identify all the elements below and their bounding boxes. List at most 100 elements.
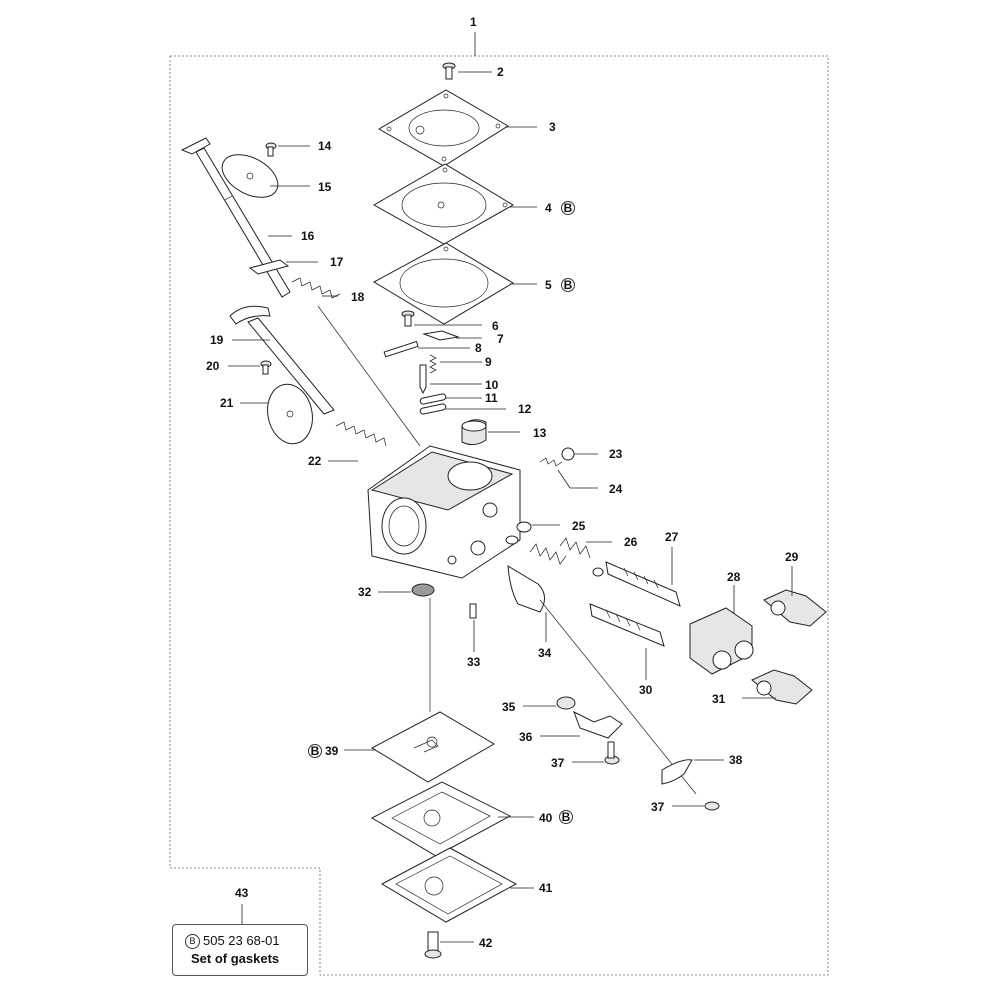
filter-part-13 — [461, 419, 487, 446]
screw-part-42 — [424, 931, 442, 959]
callout-label: 23 — [609, 447, 623, 461]
callout-label: 7 — [497, 332, 504, 346]
screw-part-2 — [442, 62, 456, 80]
callout-label: 20 — [206, 359, 220, 373]
lever-part-17 — [248, 259, 290, 275]
callout-label: 13 — [533, 426, 547, 440]
callout-label: 41 — [539, 881, 553, 895]
callout-label: 38 — [729, 753, 743, 767]
callout-label: 6 — [492, 319, 499, 333]
callout-label: 18 — [351, 290, 365, 304]
callout-label: 17 — [330, 255, 344, 269]
needle-part-30 — [589, 603, 665, 647]
jet-part-33 — [469, 603, 477, 619]
callout-label: 42 — [479, 936, 493, 950]
needle-part-27 — [605, 561, 681, 607]
diaphragm-part-4 — [372, 163, 514, 245]
callout-label: 11 — [485, 391, 498, 405]
lever-part-36 — [573, 710, 623, 739]
callout-label: 3 — [549, 120, 556, 134]
spring-part-9 — [429, 354, 437, 374]
valve-plate-part-21 — [267, 383, 313, 445]
callout-label: 37 — [551, 756, 565, 770]
callout-label: 31 — [712, 692, 726, 706]
spring-part-24 — [539, 457, 563, 467]
callout-label: 5 — [545, 278, 552, 292]
callout-label: 39 — [325, 744, 339, 758]
link-part-38 — [661, 759, 693, 785]
cap-part-28 — [689, 607, 754, 675]
b-marker: B — [562, 810, 571, 824]
callout-label: 19 — [210, 333, 224, 347]
callout-label: 15 — [318, 180, 332, 194]
valve-plate-part-15 — [221, 154, 279, 198]
callout-label: 28 — [727, 570, 741, 584]
callout-labels: 1 2 3 4 5 6 7 8 9 10 11 12 13 14 15 16 1… — [206, 15, 799, 950]
callout-label: 12 — [518, 402, 532, 416]
callout-label: 1 — [470, 15, 477, 29]
cover-part-41 — [380, 847, 518, 923]
plug-part-32 — [411, 583, 435, 597]
gasket-part-39 — [370, 711, 495, 783]
callout-label: 34 — [538, 646, 552, 660]
pin-part-8 — [383, 340, 419, 358]
callout-label: 21 — [220, 396, 234, 410]
callout-label: 25 — [572, 519, 586, 533]
callout-label: 32 — [358, 585, 372, 599]
kit-part-number: 505 23 68-01 — [203, 933, 280, 948]
callout-label: 9 — [485, 355, 492, 369]
b-marker: B — [564, 201, 573, 215]
callout-label: 40 — [539, 811, 553, 825]
screw-part-14 — [265, 142, 277, 157]
cover-plate-part-3 — [377, 89, 509, 167]
callout-label: 22 — [308, 454, 322, 468]
callout-label: 24 — [609, 482, 623, 496]
callout-label: 27 — [665, 530, 679, 544]
needle-part-10 — [419, 364, 427, 395]
screw-part-20 — [260, 360, 272, 375]
screw-part-37b — [704, 801, 720, 811]
spring-part-18 — [291, 277, 341, 299]
gasket-part-5 — [372, 242, 514, 325]
assembly-frame — [169, 55, 829, 976]
callout-label: 8 — [475, 341, 482, 355]
screw-part-6 — [401, 310, 415, 327]
callout-label: 33 — [467, 655, 481, 669]
callout-label: 35 — [502, 700, 516, 714]
carburetor-body — [367, 445, 521, 579]
ball-part-23 — [561, 447, 575, 461]
pin-part-11 — [419, 393, 447, 405]
callout-label: 29 — [785, 550, 799, 564]
callout-label: 43 — [235, 886, 249, 900]
callout-label: 37 — [651, 800, 665, 814]
callout-label: 14 — [318, 139, 332, 153]
gasket-set-markers: B B B B — [308, 201, 575, 824]
cap-part-31 — [751, 669, 813, 705]
screw-part-37a — [604, 741, 620, 765]
callout-label: 30 — [639, 683, 653, 697]
o-ring-part-25 — [505, 521, 532, 545]
callout-label: 10 — [485, 378, 499, 392]
diaphragm-part-40 — [370, 781, 512, 857]
lever-part-7 — [422, 330, 460, 341]
callout-label: 2 — [497, 65, 504, 79]
spring-part-26 — [529, 537, 604, 577]
b-marker: B — [311, 744, 320, 758]
b-marker: B — [185, 934, 200, 949]
callout-label: 26 — [624, 535, 638, 549]
b-marker: B — [564, 278, 573, 292]
pin-part-12 — [419, 403, 447, 415]
spring-part-22 — [335, 421, 387, 447]
shaft-part-16 — [180, 137, 291, 298]
callout-label: 36 — [519, 730, 533, 744]
adjuster-part-34 — [507, 565, 545, 613]
shaft-part-19 — [229, 305, 335, 415]
cap-part-29 — [763, 589, 827, 627]
callout-label: 4 — [545, 201, 552, 215]
sleeve-part-35 — [556, 696, 576, 710]
callout-label: 16 — [301, 229, 315, 243]
kit-description: Set of gaskets — [191, 951, 280, 966]
